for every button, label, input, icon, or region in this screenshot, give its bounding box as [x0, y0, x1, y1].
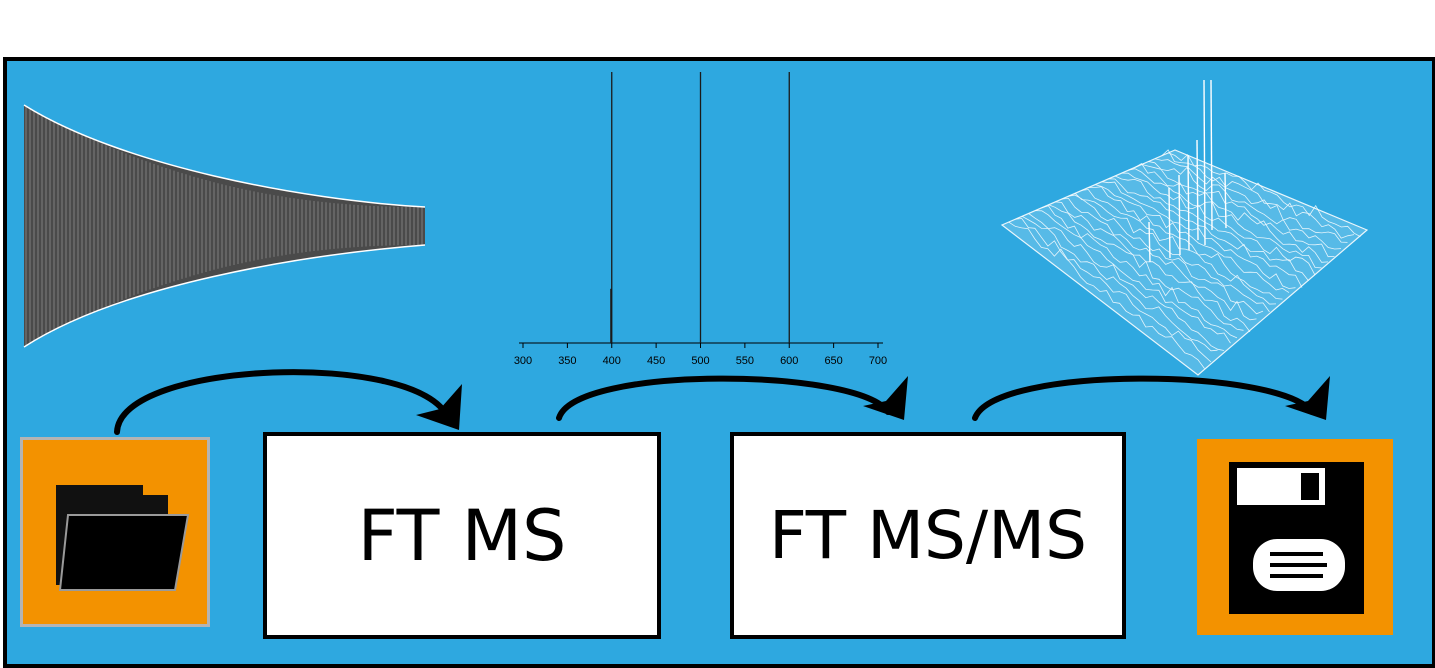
arrowhead-1 [416, 384, 462, 430]
surface-ridge [1141, 164, 1335, 258]
spectrum-tick-label: 500 [691, 355, 709, 367]
spectrum-tick-label: 450 [647, 355, 665, 367]
spectrum-tick-label: 400 [603, 355, 621, 367]
spectrum-tick-label: 300 [514, 355, 532, 367]
ft-ms-box[interactable]: FT MS [263, 432, 661, 639]
arrowhead-3 [1285, 376, 1330, 420]
surface-spike [1196, 139, 1199, 241]
ft-ms-ms-box[interactable]: FT MS/MS [730, 432, 1126, 639]
spectrum-tick-label: 600 [780, 355, 798, 367]
surface-ridge [1015, 218, 1212, 363]
surface-spike [1148, 221, 1151, 263]
surface-ridge [1041, 205, 1238, 339]
surface-spike [1168, 187, 1171, 259]
surface-ridge [1148, 161, 1342, 250]
surface-ridge [1134, 162, 1329, 263]
surface-ridge [1095, 184, 1290, 293]
ft-ms-label: FT MS [357, 494, 567, 577]
surface-ridge [1008, 221, 1205, 369]
folder-open-icon [56, 485, 190, 591]
surface-spike [1187, 154, 1190, 251]
ft-ms-ms-label: FT MS/MS [768, 497, 1087, 574]
transient-edge [23, 104, 426, 348]
surface-ridge [1068, 194, 1264, 315]
surface-spike [1210, 79, 1213, 231]
open-file-tile[interactable] [20, 437, 210, 627]
surface-ridge [1088, 186, 1283, 300]
surface-spike [1203, 79, 1206, 246]
arrowhead-2 [863, 376, 908, 420]
spectrum-tick-label: 550 [736, 355, 754, 367]
surface-ridge [1074, 193, 1270, 313]
surface-spike [1224, 172, 1227, 229]
surface-ridge [1055, 201, 1251, 333]
surface-ridge [1101, 181, 1296, 289]
surface-ridge [1168, 152, 1361, 238]
surface-ridge [1081, 189, 1277, 305]
spectrum-tick-label: 350 [558, 355, 576, 367]
surface-ridge [1121, 172, 1316, 276]
surface-spike [1178, 174, 1181, 256]
arrow-ftmsms-to-save [972, 375, 1315, 421]
arrow-open-to-ftms [114, 369, 451, 435]
floppy-disk-icon [1229, 462, 1364, 614]
spectrum-tick-label: 650 [824, 355, 842, 367]
surface-ridge [1035, 210, 1231, 344]
spectrum-tick-label: 700 [869, 355, 887, 367]
surface-ridge [1028, 213, 1225, 351]
transient-envelope [24, 105, 425, 347]
surface-ridge [1061, 197, 1257, 321]
save-file-tile[interactable] [1197, 439, 1393, 635]
surface-ridge [1128, 168, 1322, 269]
arrow-ftms-to-ftmsms [556, 375, 891, 421]
surface-ridge [1021, 215, 1218, 352]
surface-ridge [1154, 158, 1348, 243]
